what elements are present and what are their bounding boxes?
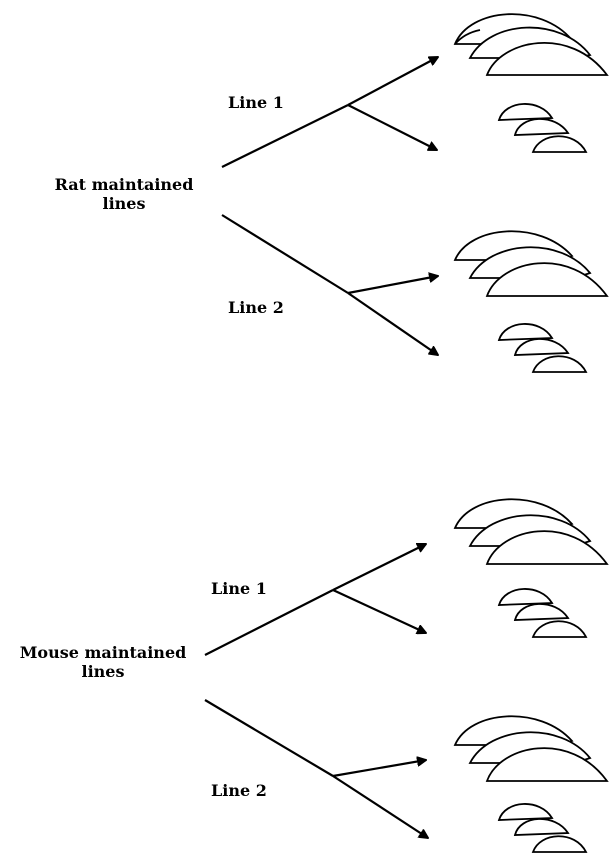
rat-title-line2: lines: [102, 194, 146, 213]
rat-line2-lower-arrow: [347, 292, 438, 355]
mouse-line2-small-tumor-cluster: [497, 803, 588, 853]
rat-title-line1: Rat maintained: [54, 175, 194, 194]
rat-line2-small-tumor-cluster: [497, 323, 588, 373]
rat-line1-small-tumor-cluster: [497, 103, 588, 153]
mouse-line1-label: Line 1: [211, 579, 267, 598]
rat-line2-label: Line 2: [228, 298, 284, 317]
rat-line1-upper-arrow: [347, 57, 438, 106]
mouse-line1-small-tumor-cluster: [497, 588, 588, 638]
mouse-line2-large-tumor-cluster: [453, 715, 609, 782]
mouse-line1-trunk: [204, 589, 334, 656]
rat-line1-trunk: [221, 104, 349, 168]
rat-maintained-lines-label: Rat maintained lines: [48, 175, 200, 213]
mouse-line2-lower-arrow: [332, 775, 428, 838]
mouse-line1-large-tumor-cluster: [453, 498, 609, 565]
rat-line2-upper-arrow: [347, 276, 438, 295]
rat-line2-trunk: [221, 214, 349, 294]
mouse-maintained-lines-label: Mouse maintained lines: [8, 643, 198, 681]
mouse-line2-trunk: [204, 699, 334, 777]
mouse-line2-label: Line 2: [211, 781, 267, 800]
rat-line1-label: Line 1: [228, 93, 284, 112]
mouse-title-line1: Mouse maintained: [19, 643, 187, 662]
rat-line1-large-tumor-cluster: [453, 13, 609, 76]
rat-line1-lower-arrow: [347, 104, 437, 151]
mouse-line1-upper-arrow: [332, 544, 426, 591]
mouse-line2-upper-arrow: [332, 760, 426, 778]
mouse-title-line2: lines: [81, 662, 125, 681]
mouse-group: [204, 498, 609, 853]
rat-line2-large-tumor-cluster: [453, 230, 609, 297]
mouse-line1-lower-arrow: [332, 589, 426, 633]
rat-group: [221, 13, 609, 373]
